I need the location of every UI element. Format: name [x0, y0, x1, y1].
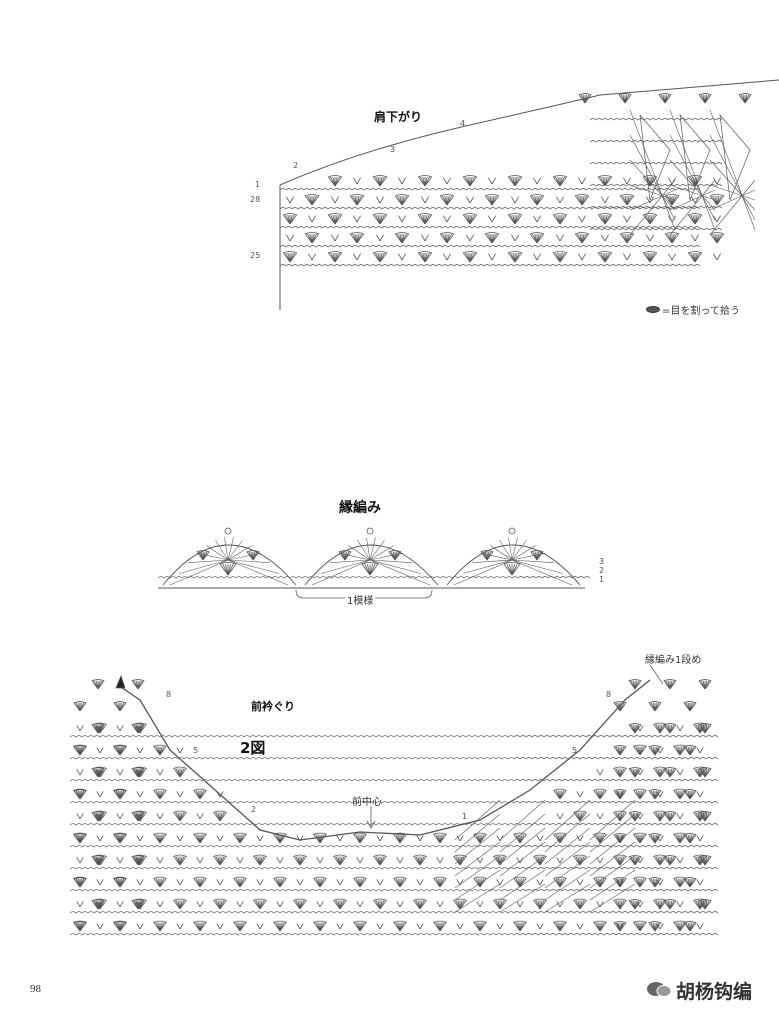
- row-number: 3: [599, 557, 605, 566]
- neckline-chart-title: 前衿ぐり: [251, 700, 295, 713]
- shoulder-chart-title: 肩下がり: [374, 110, 423, 124]
- figure-number: 2図: [240, 739, 266, 757]
- wechat-logo-icon: [646, 980, 672, 998]
- row-number: 5: [572, 746, 578, 755]
- repeat-label: 1模様: [345, 592, 376, 607]
- legend-text: =目を割って拾う: [662, 306, 740, 317]
- edging-chart-title: 縁編み: [339, 500, 381, 516]
- row-number: 8: [166, 690, 172, 699]
- front-center-label: 前中心: [352, 797, 382, 808]
- row-number: 2: [599, 566, 605, 575]
- row-number: 1: [255, 180, 261, 189]
- row-number: 25: [250, 251, 261, 260]
- row-number: 28: [250, 195, 261, 204]
- row-number: 2: [293, 161, 299, 170]
- row-number: 3: [390, 145, 396, 154]
- watermark-text: 胡杨钩编: [676, 981, 753, 1003]
- edging-first-row-label: 縁編み1段め: [645, 655, 702, 666]
- row-number: 8: [606, 690, 612, 699]
- row-number: 1: [599, 575, 605, 584]
- page-number: 98: [30, 983, 41, 995]
- row-number: 2: [251, 805, 257, 814]
- row-number: 5: [193, 746, 199, 755]
- row-number: 4: [460, 119, 466, 128]
- row-number: 1: [462, 812, 468, 821]
- split-stitch-symbol-icon: [646, 306, 660, 313]
